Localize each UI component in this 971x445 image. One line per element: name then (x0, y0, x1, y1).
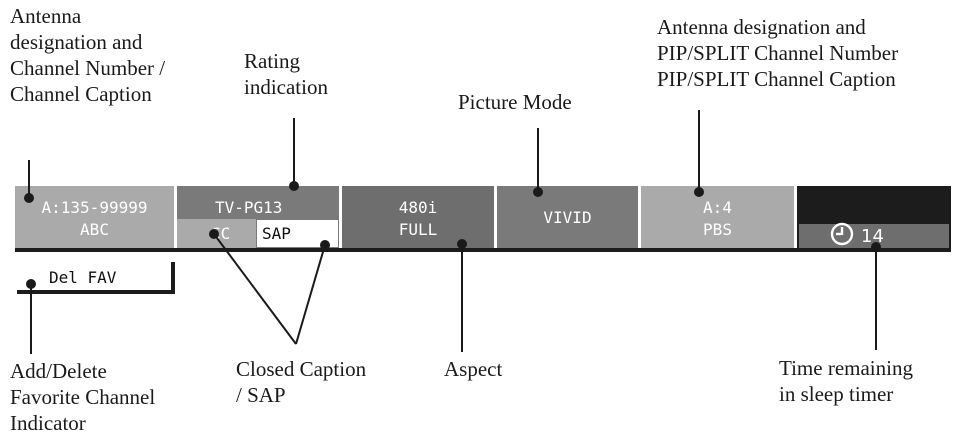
caption-antenna-channel: Antenna designation and Channel Number /… (10, 3, 165, 107)
favorite-text: Del FAV (49, 268, 117, 287)
caption-aspect: Aspect (444, 356, 502, 382)
caption-line: Favorite Channel (10, 385, 156, 409)
picture-mode-text: VIVID (543, 208, 592, 227)
channel-caption: ABC (80, 220, 109, 239)
leader-add-delete-dot (26, 279, 36, 289)
caption-rating: Rating indication (244, 48, 328, 100)
caption-line: designation and (10, 30, 143, 54)
rating-segment: TV-PG13 CC SAP (177, 186, 339, 248)
clock-icon (830, 222, 854, 246)
leader-time-remaining-dot (871, 242, 881, 252)
caption-line: Rating (244, 49, 300, 73)
caption-line: Add/Delete (10, 359, 107, 383)
caption-line: PIP/SPLIT Channel Number (657, 41, 899, 65)
leader-rating-dot (289, 181, 299, 191)
resolution-text: 480i (398, 198, 438, 217)
caption-line: PIP/SPLIT Channel Caption (657, 67, 896, 91)
banner-baseline (15, 248, 951, 252)
leader-cc (213, 233, 297, 345)
channel-number: A:135-99999 (41, 198, 148, 217)
caption-pip: Antenna designation and PIP/SPLIT Channe… (657, 14, 898, 92)
sleep-time-text: 14 (861, 226, 884, 247)
rating-text: TV-PG13 (215, 198, 283, 217)
channel-segment: A:135-99999 ABC (15, 186, 174, 248)
leader-picture-mode-dot (533, 187, 543, 197)
caption-line: Aspect (444, 357, 503, 381)
caption-closed-caption-sap: Closed Caption / SAP (236, 356, 366, 408)
leader-antenna-channel-dot (24, 193, 34, 203)
leader-pip-dot (694, 187, 704, 197)
leader-cc-dot (209, 229, 219, 239)
caption-line: Closed Caption (236, 357, 367, 381)
caption-line: in sleep timer (779, 382, 894, 406)
favorite-bracket-bottom (17, 290, 175, 294)
favorite-indicator: Del FAV (17, 262, 177, 294)
leader-aspect-dot (457, 239, 467, 249)
caption-line: Antenna designation and (657, 15, 866, 39)
caption-line: Channel Number / (10, 56, 166, 80)
pip-caption: PBS (703, 220, 732, 239)
caption-line: Time remaining (779, 356, 913, 380)
caption-line: / SAP (236, 383, 286, 407)
leader-sap (295, 244, 326, 345)
caption-picture-mode: Picture Mode (458, 89, 572, 115)
caption-line: Antenna (10, 4, 82, 28)
leader-sap-dot (320, 240, 330, 250)
favorite-bracket-right (171, 262, 175, 294)
picture-mode-segment: VIVID (497, 186, 638, 248)
caption-line: indication (244, 75, 328, 99)
sap-text: SAP (262, 224, 291, 243)
caption-line: Picture Mode (458, 90, 572, 114)
aspect-segment: 480i FULL (342, 186, 494, 248)
caption-line: Indicator (10, 411, 86, 435)
pip-channel: A:4 (703, 198, 732, 217)
caption-time-remaining: Time remaining in sleep timer (779, 355, 913, 407)
aspect-text: FULL (398, 220, 438, 239)
caption-add-delete-favorite: Add/Delete Favorite Channel Indicator (10, 358, 155, 436)
pip-segment: A:4 PBS (641, 186, 794, 248)
caption-line: Channel Caption (10, 82, 152, 106)
